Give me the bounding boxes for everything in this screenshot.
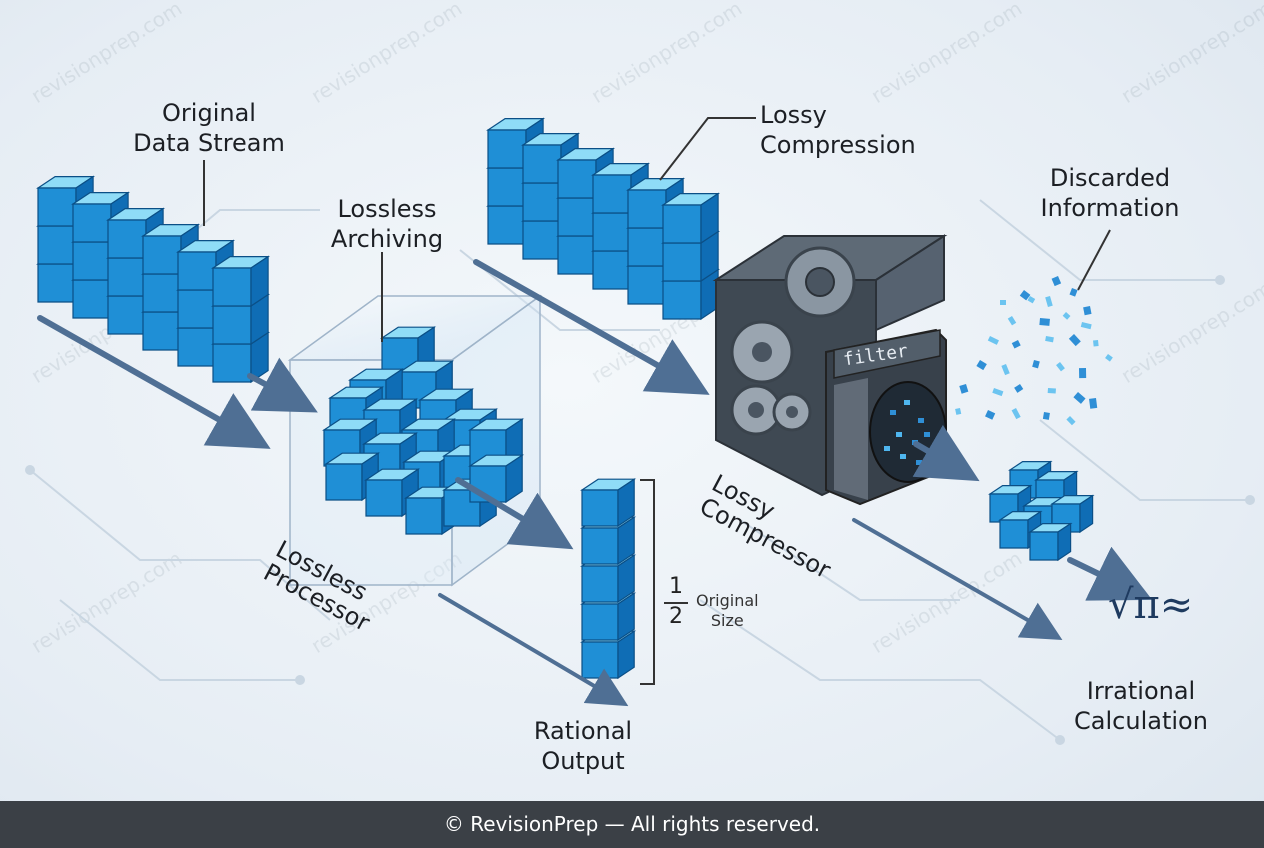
filter-particle [900, 454, 906, 459]
label-original-size: Original Size [696, 591, 759, 630]
label-irrational-calculation: Irrational Calculation [1074, 677, 1208, 735]
filter-particle [904, 400, 910, 405]
filter-particle [884, 446, 890, 451]
discarded-particle [1011, 340, 1021, 349]
discarded-particle [1007, 316, 1017, 326]
discarded-particle [1001, 364, 1010, 376]
original-data-stream-cubes [36, 175, 271, 384]
discarded-particle [976, 360, 987, 371]
discarded-particle [1079, 367, 1087, 379]
data-cube [1028, 522, 1073, 562]
discarded-particle [1019, 289, 1031, 301]
discarded-particle [1032, 359, 1040, 369]
discarded-particle [955, 407, 962, 415]
filter-particle [890, 410, 896, 415]
fraction-numerator: 1 [669, 574, 683, 599]
irrational-cluster [988, 460, 1095, 562]
lossy-input-cubes [486, 117, 721, 321]
data-cube [211, 255, 271, 308]
discarded-particle [1051, 275, 1062, 287]
discarded-particle [959, 383, 969, 394]
label-original-data-stream: Original Data Stream [133, 99, 285, 157]
discarded-particle [1089, 397, 1098, 409]
data-cube [661, 192, 721, 245]
math-symbols: √π≈ [1108, 582, 1194, 628]
discarded-particle [987, 336, 999, 345]
discarded-particle [1042, 412, 1050, 420]
label-discarded-information: Discarded Information [1040, 164, 1180, 222]
discarded-particle [1014, 384, 1024, 393]
lossy-compressor-machine [712, 234, 948, 506]
discarded-particle [1011, 408, 1021, 420]
discarded-particle [1045, 336, 1054, 343]
label-lossless-archiving: Lossless Archiving [330, 195, 444, 253]
data-cube [468, 454, 525, 504]
discarded-particle [1068, 334, 1081, 347]
discarded-particle [985, 410, 996, 420]
fraction-bar [664, 602, 688, 604]
label-lossy-compression: Lossy Compression [760, 101, 916, 159]
filter-particle [918, 418, 924, 423]
filter-particle [924, 432, 930, 437]
rational-output-stack [580, 478, 637, 680]
discarded-particle [1093, 340, 1099, 347]
lossless-processor-cubes [322, 326, 525, 536]
discarded-particle [1027, 296, 1036, 304]
size-bracket [640, 479, 655, 685]
data-cube [71, 191, 131, 244]
discarded-particles [955, 275, 1113, 426]
discarded-particle [1080, 322, 1092, 330]
label-rational-output: Rational Output [533, 717, 633, 775]
data-cube [580, 478, 637, 528]
discarded-particle [1047, 388, 1056, 394]
fraction-denominator: 2 [669, 604, 683, 629]
discarded-particle [1056, 362, 1065, 372]
discarded-particle [1045, 296, 1053, 307]
filter-particle [916, 460, 922, 465]
discarded-particle [1066, 415, 1076, 426]
circuit-traces [25, 199, 1255, 745]
flow-arrows [37, 259, 1153, 707]
discarded-particle [1083, 305, 1092, 316]
discarded-particle [1000, 300, 1006, 305]
filter-particle [896, 432, 902, 437]
label-leaders [203, 117, 1111, 342]
discarded-particle [1069, 288, 1078, 297]
discarded-particle [1073, 391, 1086, 404]
discarded-particle [992, 388, 1004, 397]
discarded-particle [1105, 353, 1113, 362]
discarded-particle [1062, 312, 1071, 320]
copyright-footer: © RevisionPrep — All rights reserved. [0, 801, 1264, 848]
discarded-particle [1039, 317, 1050, 326]
